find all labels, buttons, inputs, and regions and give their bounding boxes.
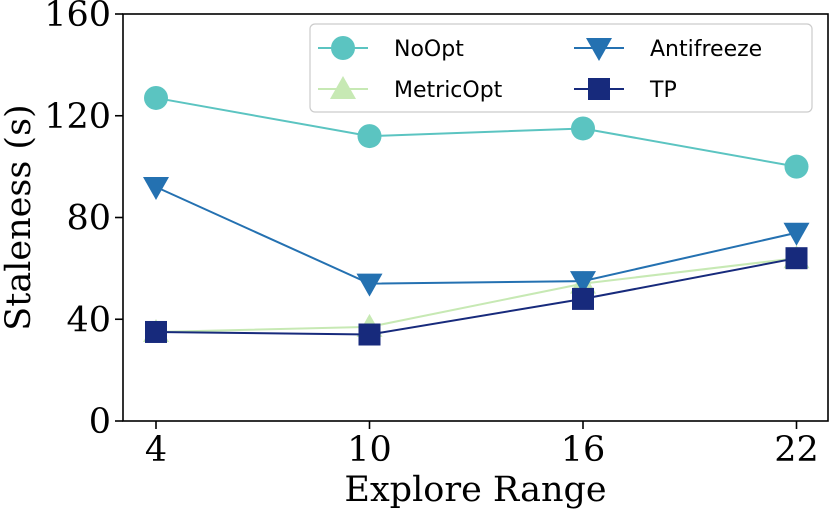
data-point-tp [785, 247, 808, 270]
series-layer [143, 85, 810, 346]
x-tick-label: 4 [145, 430, 167, 470]
legend-box [309, 23, 813, 113]
x-tick-label: 10 [347, 430, 392, 470]
data-point-tp [145, 320, 167, 343]
legend-item-antifreeze: Antifreeze [574, 37, 762, 62]
legend-marker-noopt [331, 36, 355, 60]
y-tick-label: 80 [66, 199, 111, 239]
legend-marker-tp [588, 78, 610, 100]
legend-item-noopt: NoOpt [318, 36, 464, 62]
data-point-antifreeze [570, 271, 596, 295]
series-line-antifreeze [155, 186, 797, 285]
legend-label-antifreeze: Antifreeze [650, 37, 762, 62]
legend-marker-metricopt [330, 76, 356, 99]
series-noopt [144, 85, 809, 179]
data-point-noopt [571, 116, 595, 141]
legend-label-metricopt: MetricOpt [394, 78, 503, 103]
data-point-antifreeze [783, 222, 810, 246]
x-tick-label: 16 [561, 430, 606, 470]
y-tick-label: 120 [44, 97, 111, 137]
y-tick-label: 160 [44, 0, 111, 35]
series-metricopt [143, 245, 810, 342]
series-antifreeze [143, 176, 810, 297]
x-tick-label: 22 [774, 430, 819, 470]
legend-label-tp: TP [649, 78, 677, 103]
axes: 0 40 80 120 160 4 10 16 22 [44, 0, 829, 470]
legend-marker-antifreeze [586, 38, 612, 61]
y-tick-label: 40 [66, 300, 111, 340]
legend-label-noopt: NoOpt [394, 37, 464, 62]
series-line-tp [155, 257, 797, 336]
data-point-antifreeze [356, 273, 383, 297]
y-axis-title: Staleness (s) [0, 104, 39, 330]
legend-item-tp: TP [574, 78, 677, 103]
y-tick-label: 0 [89, 402, 111, 442]
series-line-noopt [155, 96, 797, 168]
x-axis-title: Explore Range [344, 470, 606, 510]
data-point-noopt [357, 124, 382, 149]
data-point-noopt [144, 85, 168, 110]
data-point-antifreeze [143, 176, 169, 200]
series-tp [145, 247, 808, 346]
legend-item-metricopt: MetricOpt [318, 76, 503, 103]
series-line-metricopt [155, 257, 797, 333]
data-point-tp [572, 287, 594, 310]
data-point-tp [358, 323, 381, 346]
data-point-noopt [784, 154, 809, 179]
